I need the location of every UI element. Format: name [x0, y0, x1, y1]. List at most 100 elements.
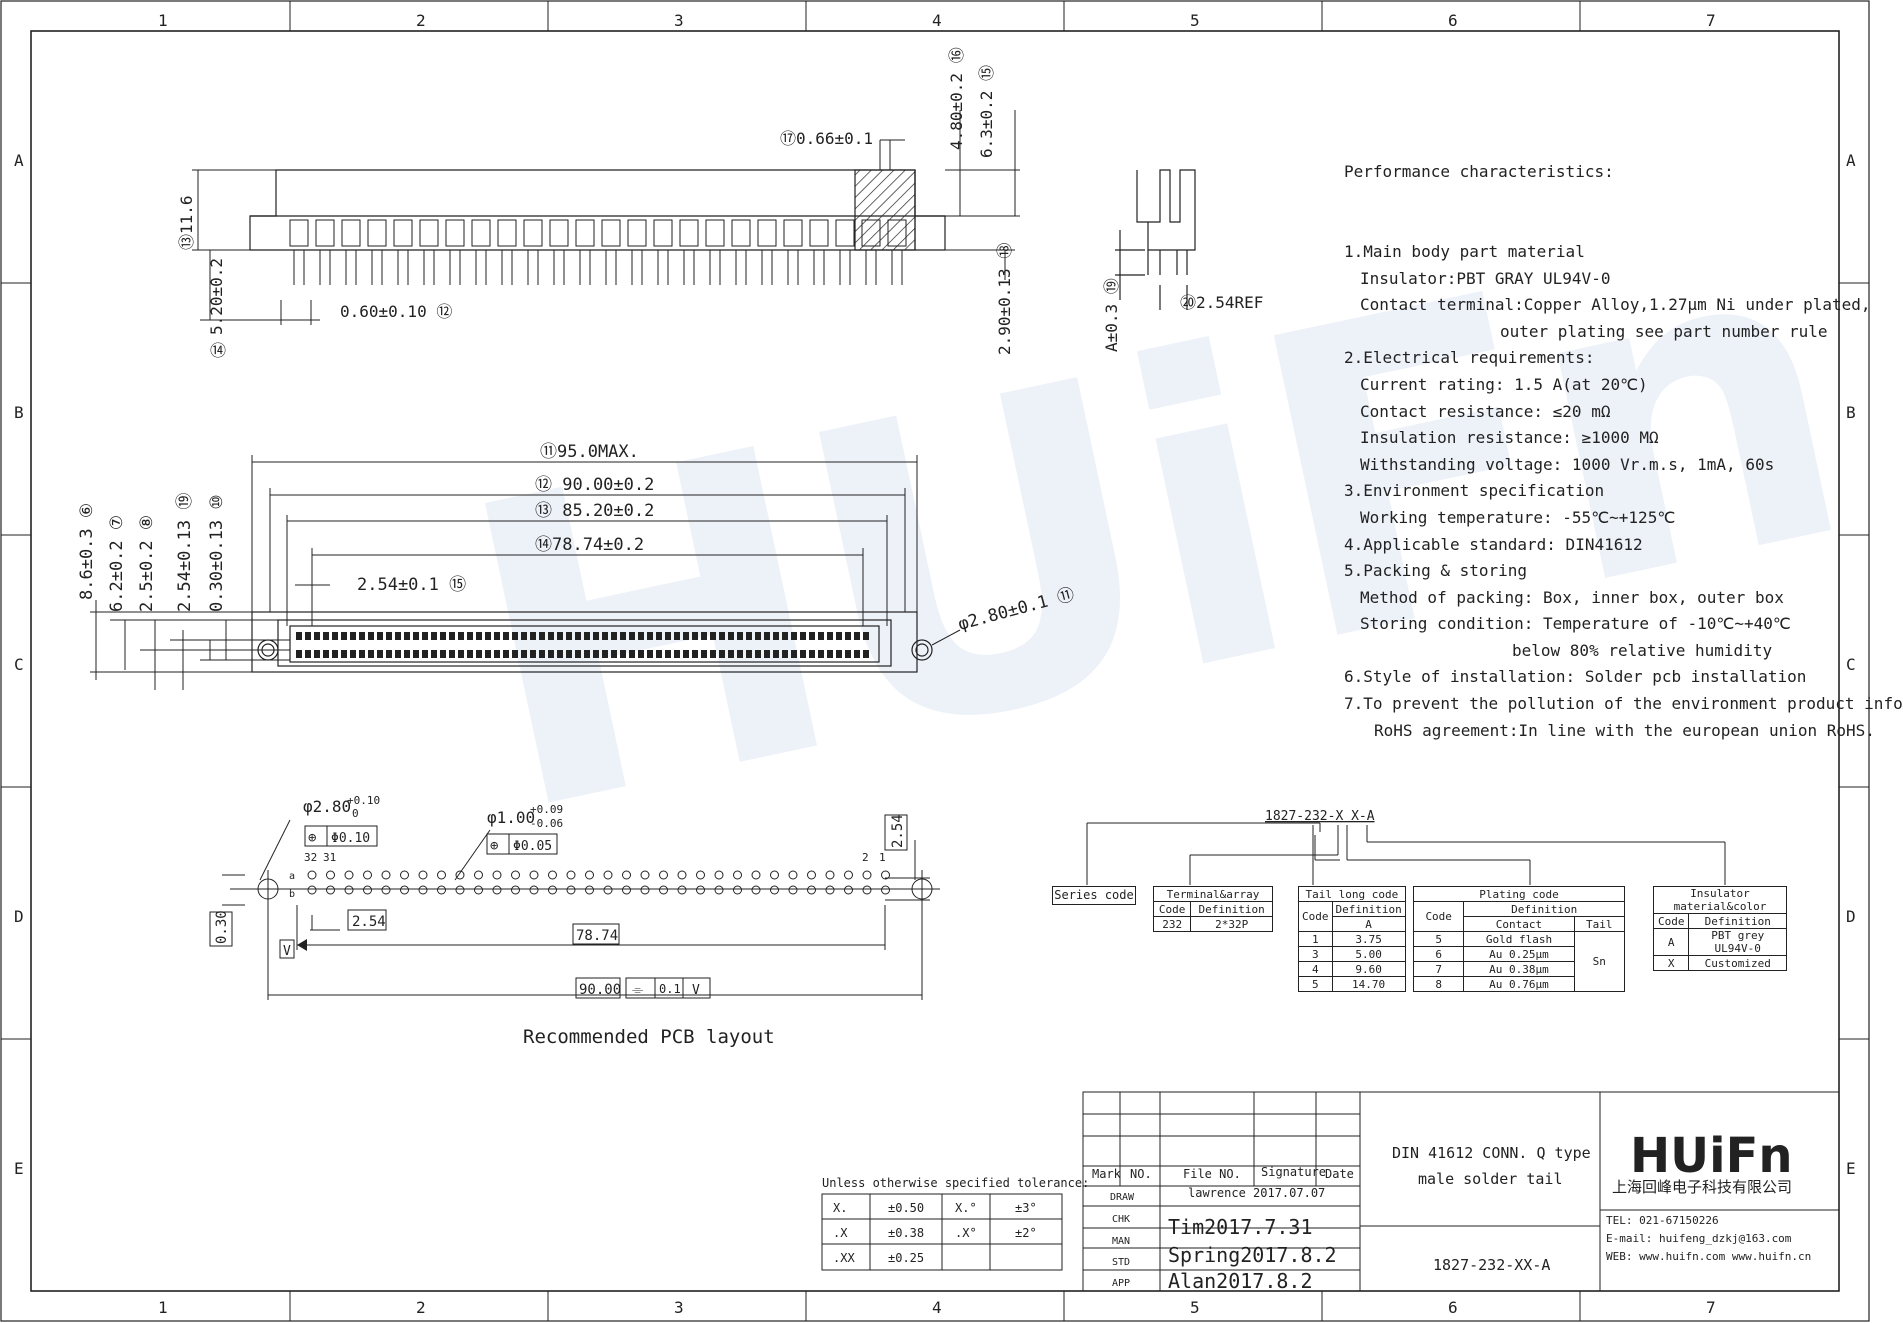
pcb-hole — [511, 870, 520, 880]
front-pin — [512, 632, 518, 640]
pcb-hole — [751, 870, 761, 880]
front-pin — [395, 632, 401, 640]
pcb-hole — [529, 885, 539, 895]
pcb-d7874: 78.74 — [576, 928, 618, 944]
front-pin — [494, 650, 500, 658]
pcb-hole — [566, 885, 576, 895]
dim-13: ⑬11.6 — [177, 195, 196, 250]
front-pin — [341, 650, 347, 658]
tol-r1c2: ±0.50 — [888, 1201, 924, 1215]
perf-line: Contact resistance: ≤20 mΩ — [1360, 401, 1611, 421]
side-pin-body — [549, 219, 569, 247]
pcb-pin-32: 32 — [304, 851, 317, 864]
front-pin — [764, 650, 770, 658]
front-pin — [314, 650, 320, 658]
front-pin — [629, 650, 635, 658]
front-pin — [494, 632, 500, 640]
pcb-hole — [455, 885, 465, 895]
tol-r3c2: ±0.25 — [888, 1251, 924, 1265]
front-pin — [854, 650, 860, 658]
front-pin — [728, 632, 734, 640]
grid-row-e-right: E — [1846, 1159, 1856, 1178]
pcb-hole — [455, 870, 465, 880]
tb-val-app: Alan2017.8.2 — [1168, 1269, 1313, 1293]
pcb-hole — [825, 885, 835, 895]
perf-line: Contact terminal:Copper Alloy,1.27μm Ni … — [1360, 295, 1871, 315]
pcb-hole — [548, 885, 557, 895]
grid-col-7-bottom: 7 — [1706, 1298, 1716, 1317]
perf-line: Working temperature: -55℃~+125℃ — [1360, 507, 1676, 527]
series-code-box: Series code — [1052, 886, 1136, 905]
pcb-hole — [474, 885, 483, 895]
pcb-flat-ref: V — [692, 983, 700, 998]
front-pin — [557, 632, 563, 640]
plating-r1c1: 5 — [1412, 931, 1465, 947]
front-pin — [602, 650, 608, 658]
pcb-hole — [881, 870, 890, 880]
dim-v-254: 2.54±0.13 ⑲ — [175, 493, 195, 612]
pcb-hole — [529, 870, 539, 880]
tol-r2c4: ±2° — [1015, 1226, 1037, 1240]
terminal-h2: Definition — [1190, 901, 1273, 917]
tb-role-std: STD — [1112, 1257, 1130, 1268]
pcb-hole — [677, 870, 687, 880]
pcb-hole — [400, 885, 409, 895]
pcb-hole — [622, 885, 631, 895]
front-pin — [476, 650, 482, 658]
plating-h2: Definition — [1463, 901, 1625, 917]
tol-r1c1: X. — [833, 1201, 847, 1215]
tb-val-draw: lawrence 2017.07.07 — [1188, 1186, 1325, 1200]
pcb-hole — [844, 870, 853, 880]
grid-col-5-bottom: 5 — [1190, 1298, 1200, 1317]
grid-row-e-left: E — [14, 1159, 24, 1178]
tail-r2c1: 3 — [1298, 946, 1333, 962]
front-pin — [809, 632, 815, 640]
front-pin — [566, 632, 572, 640]
side-pin-body — [315, 219, 335, 247]
front-pin — [737, 632, 743, 640]
front-pin — [368, 650, 374, 658]
pcb-hole-small-tol-dn: -0.06 — [530, 817, 563, 830]
front-pin — [647, 650, 653, 658]
plating-tail-val: Sn — [1573, 931, 1626, 992]
company-logo: HUiFn — [1630, 1128, 1793, 1184]
insulator-r2c1: X — [1652, 955, 1690, 971]
tb-h-no: NO. — [1130, 1167, 1152, 1181]
pcb-hole — [714, 870, 724, 880]
front-pin — [539, 650, 545, 658]
pcb-pin-1: 1 — [879, 851, 886, 864]
perf-line: Insulation resistance: ≥1000 MΩ — [1360, 428, 1659, 448]
front-pin — [737, 650, 743, 658]
pcb-hole — [344, 870, 354, 880]
tb-val-chk: Tim2017.7.31 — [1168, 1215, 1313, 1239]
front-pin — [755, 632, 761, 640]
front-pin — [665, 650, 671, 658]
plating-h1: Code — [1412, 901, 1465, 932]
front-pin — [773, 632, 779, 640]
front-pin — [314, 632, 320, 640]
front-pin — [359, 650, 365, 658]
front-pin — [701, 650, 707, 658]
front-pin — [449, 632, 455, 640]
pcb-hole — [418, 870, 428, 880]
grid-col-6-bottom: 6 — [1448, 1298, 1458, 1317]
pcb-hole — [696, 885, 705, 895]
pcb-row-b: b — [289, 889, 295, 900]
front-pin — [404, 632, 410, 640]
pcb-hole — [474, 870, 483, 880]
front-pin — [350, 632, 356, 640]
side-pin-body — [367, 219, 387, 247]
pcb-flat-tol: 0.1 — [659, 982, 681, 996]
front-pin — [809, 650, 815, 658]
company-name: 上海回峰电子科技有限公司 — [1612, 1178, 1792, 1196]
perf-line: 5.Packing & storing — [1344, 561, 1528, 581]
pcb-hole — [788, 870, 798, 880]
terminal-h1: Code — [1152, 901, 1192, 917]
dim-14-num: ⑭ — [210, 341, 226, 360]
front-pin — [575, 632, 581, 640]
front-pin — [584, 650, 590, 658]
tb-part-no: 1827-232-XX-A — [1433, 1256, 1550, 1274]
part-number-leaders — [1086, 822, 1726, 885]
